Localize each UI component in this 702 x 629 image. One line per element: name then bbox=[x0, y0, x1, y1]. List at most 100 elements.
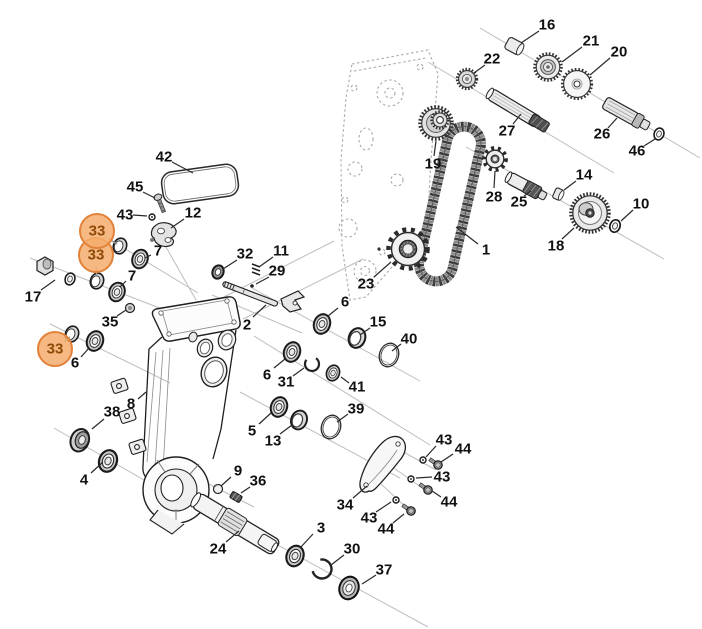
part-label-36[interactable]: 36 bbox=[250, 473, 267, 490]
part-number-text: 10 bbox=[633, 196, 650, 213]
part-number-text: 7 bbox=[128, 268, 136, 285]
part-label-20[interactable]: 20 bbox=[611, 44, 628, 61]
part-drawing-gear-18 bbox=[569, 192, 611, 234]
part-label-25[interactable]: 25 bbox=[511, 194, 528, 211]
part-label-12[interactable]: 12 bbox=[185, 205, 202, 222]
part-label-23[interactable]: 23 bbox=[358, 276, 375, 293]
part-label-44[interactable]: 44 bbox=[378, 521, 395, 538]
part-number-text: 31 bbox=[278, 374, 295, 391]
part-label-42[interactable]: 42 bbox=[156, 149, 173, 166]
part-label-40[interactable]: 40 bbox=[401, 331, 418, 348]
leader-line-29 bbox=[255, 276, 270, 285]
part-label-43[interactable]: 43 bbox=[434, 469, 451, 486]
part-label-45[interactable]: 45 bbox=[127, 179, 144, 196]
part-drawing-shaft-25 bbox=[504, 171, 548, 201]
part-label-44[interactable]: 44 bbox=[455, 441, 472, 458]
part-number-text: 33 bbox=[89, 223, 106, 240]
part-label-5[interactable]: 5 bbox=[248, 423, 256, 440]
part-label-22[interactable]: 22 bbox=[484, 51, 501, 68]
leader-line-44 bbox=[431, 490, 442, 498]
part-drawing-screw-44b bbox=[416, 480, 435, 497]
part-number-text: 32 bbox=[237, 246, 254, 263]
part-label-3[interactable]: 3 bbox=[317, 520, 325, 537]
part-label-15[interactable]: 15 bbox=[370, 314, 387, 331]
part-label-16[interactable]: 16 bbox=[539, 17, 556, 34]
part-number-text: 26 bbox=[594, 126, 611, 143]
part-label-38[interactable]: 38 bbox=[104, 404, 121, 421]
part-drawing-washer-10 bbox=[607, 217, 623, 235]
leader-line-45 bbox=[142, 191, 156, 199]
part-label-24[interactable]: 24 bbox=[210, 541, 227, 558]
part-label-7[interactable]: 7 bbox=[154, 243, 162, 260]
part-label-29[interactable]: 29 bbox=[269, 263, 286, 280]
part-number-text: 8 bbox=[127, 396, 135, 413]
part-label-28[interactable]: 28 bbox=[486, 189, 503, 206]
part-label-27[interactable]: 27 bbox=[499, 123, 516, 140]
part-label-6[interactable]: 6 bbox=[341, 294, 349, 311]
leader-line-16 bbox=[520, 30, 540, 44]
part-label-21[interactable]: 21 bbox=[583, 33, 600, 50]
part-label-35[interactable]: 35 bbox=[102, 314, 119, 331]
part-label-34[interactable]: 34 bbox=[337, 497, 354, 514]
leader-line-19 bbox=[433, 140, 437, 157]
part-label-10[interactable]: 10 bbox=[633, 196, 650, 213]
part-label-13[interactable]: 13 bbox=[265, 433, 282, 450]
part-label-26[interactable]: 26 bbox=[594, 126, 611, 143]
part-label-43[interactable]: 43 bbox=[117, 207, 134, 224]
leader-line-11 bbox=[258, 256, 274, 268]
part-drawing-shaft-26 bbox=[602, 97, 651, 131]
part-drawing-plug-17 bbox=[36, 256, 54, 276]
part-drawing-washer-43-top bbox=[148, 213, 156, 221]
part-label-9[interactable]: 9 bbox=[234, 463, 242, 480]
part-label-44[interactable]: 44 bbox=[441, 494, 458, 511]
leader-line-30 bbox=[330, 554, 345, 566]
part-drawing-gear-19 bbox=[418, 105, 454, 141]
part-number-text: 13 bbox=[265, 433, 282, 450]
part-number-text: 43 bbox=[361, 510, 378, 527]
part-drawing-sprocket-23 bbox=[386, 227, 430, 271]
part-label-4[interactable]: 4 bbox=[80, 472, 89, 489]
part-label-43[interactable]: 43 bbox=[436, 432, 453, 449]
part-label-19[interactable]: 19 bbox=[425, 156, 442, 173]
part-number-text: 45 bbox=[127, 179, 144, 196]
part-label-11[interactable]: 11 bbox=[273, 243, 289, 260]
part-number-text: 4 bbox=[80, 472, 89, 489]
leader-line-13 bbox=[279, 424, 293, 435]
part-label-1[interactable]: 1 bbox=[482, 242, 490, 259]
part-label-7[interactable]: 7 bbox=[128, 268, 136, 285]
part-drawing-screw-45 bbox=[153, 193, 166, 214]
leader-lines-layer bbox=[40, 30, 656, 585]
part-label-17[interactable]: 17 bbox=[25, 289, 42, 306]
part-label-33[interactable]: 33 bbox=[37, 331, 73, 367]
part-drawing-seal-15 bbox=[344, 324, 370, 352]
leader-line-3 bbox=[299, 533, 314, 549]
leader-line-34 bbox=[352, 485, 368, 499]
part-label-46[interactable]: 46 bbox=[629, 143, 646, 160]
part-number-text: 42 bbox=[156, 149, 173, 166]
leader-line-23 bbox=[373, 261, 392, 278]
leader-line-46 bbox=[643, 138, 656, 147]
part-label-6[interactable]: 6 bbox=[263, 367, 271, 384]
leader-line-38 bbox=[91, 418, 105, 430]
part-label-41[interactable]: 41 bbox=[349, 379, 366, 396]
part-label-31[interactable]: 31 bbox=[278, 374, 295, 391]
leader-line-39 bbox=[336, 413, 349, 423]
part-label-6[interactable]: 6 bbox=[71, 355, 79, 372]
part-label-14[interactable]: 14 bbox=[576, 167, 593, 184]
part-label-39[interactable]: 39 bbox=[348, 401, 365, 418]
part-label-18[interactable]: 18 bbox=[548, 238, 565, 255]
part-label-30[interactable]: 30 bbox=[344, 541, 361, 558]
part-drawing-bearing-3 bbox=[282, 542, 308, 570]
part-drawing-shifter-12 bbox=[150, 222, 177, 248]
part-label-33[interactable]: 33 bbox=[79, 213, 115, 249]
leader-line-41 bbox=[340, 376, 350, 384]
part-label-2[interactable]: 2 bbox=[243, 317, 251, 334]
part-drawing-oring-40 bbox=[375, 340, 403, 370]
part-label-43[interactable]: 43 bbox=[361, 510, 378, 527]
part-label-32[interactable]: 32 bbox=[237, 246, 254, 263]
part-label-37[interactable]: 37 bbox=[376, 562, 393, 579]
part-label-8[interactable]: 8 bbox=[127, 396, 135, 413]
part-drawing-bearing-7b bbox=[105, 279, 129, 305]
part-number-text: 23 bbox=[358, 276, 375, 293]
